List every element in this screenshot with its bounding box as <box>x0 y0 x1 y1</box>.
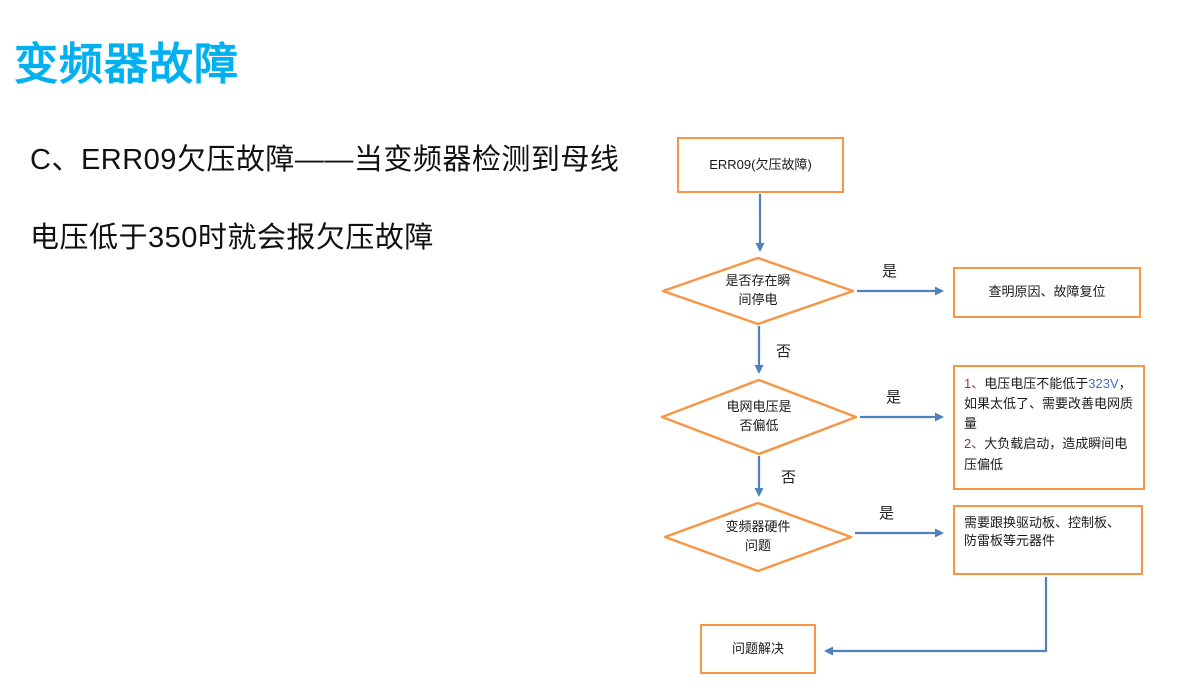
decision1-label: 是否存在瞬 间停电 <box>725 273 791 307</box>
start-node-label: ERR09(欠压故障) <box>709 156 812 172</box>
intro-line-1: C、ERR09欠压故障——当变频器检测到母线 <box>30 144 620 176</box>
edge-label-yes-1: 是 <box>882 263 898 280</box>
edge-label-no-2: 否 <box>781 469 797 486</box>
result2-node: 1、电压电压不能低于323V，如果太低了、需要改善电网质量 2、大负载启动，造成… <box>953 365 1145 490</box>
connector-result3-to-end <box>824 577 1048 656</box>
page-title: 变频器故障 <box>14 40 239 89</box>
decision1-diamond <box>661 256 855 326</box>
end-node-label: 问题解决 <box>731 640 784 656</box>
start-node: ERR09(欠压故障) <box>677 137 844 193</box>
result3-node: 需要跟换驱动板、控制板、 防雷板等元器件 <box>953 505 1143 575</box>
result2-text: 1、电压电压不能低于323V，如果太低了、需要改善电网质量 2、大负载启动，造成… <box>964 374 1134 475</box>
edge-label-yes-2: 是 <box>886 389 902 406</box>
result2-item2-number: 2、 <box>964 436 985 452</box>
result1-label: 查明原因、故障复位 <box>988 284 1106 300</box>
end-node: 问题解决 <box>700 624 816 674</box>
result2-item1-text: 电压电压不能低于 <box>984 376 1089 391</box>
result2-item1-rest: ，如果太低了、需要改善电网质量 <box>964 376 1134 432</box>
result1-node: 查明原因、故障复位 <box>953 267 1141 318</box>
result2-item1-number: 1、 <box>964 376 985 391</box>
decision2-diamond <box>660 378 858 456</box>
result2-voltage-value: 323V <box>1088 376 1119 391</box>
decision3-diamond <box>663 501 853 573</box>
edge-label-no-1: 否 <box>776 343 792 360</box>
decision2-label: 电网电压是 否偏低 <box>726 399 792 433</box>
result3-label: 需要跟换驱动板、控制板、 防雷板等元器件 <box>964 515 1121 549</box>
decision3-label: 变频器硬件 问题 <box>725 519 791 553</box>
intro-line-2: 电压低于350时就会报欠压故障 <box>30 222 434 254</box>
result2-item2-text: 大负载启动，造成瞬间电压偏低 <box>964 436 1128 472</box>
edge-label-yes-3: 是 <box>879 505 895 522</box>
